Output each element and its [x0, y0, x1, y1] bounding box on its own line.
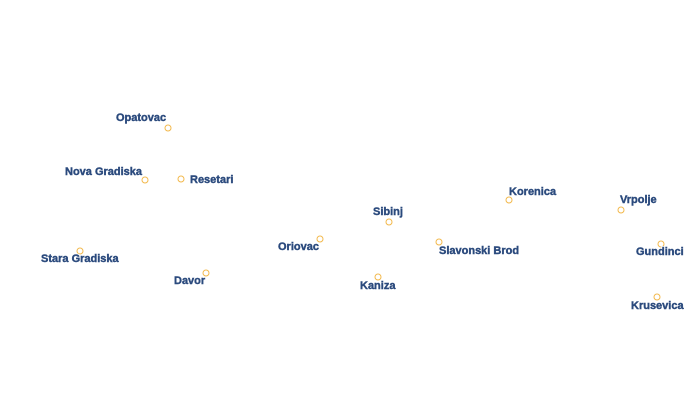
place-label: Korenica — [509, 186, 557, 198]
place-marker — [435, 238, 443, 246]
place-marker — [164, 124, 172, 132]
place-label: Sibinj — [373, 206, 403, 218]
place-marker — [657, 240, 665, 248]
place-label: Oriovac — [278, 241, 319, 253]
place-marker — [385, 218, 393, 226]
place-label: Krusevica — [631, 300, 684, 312]
place-marker — [617, 206, 625, 214]
place-label: Opatovac — [116, 112, 167, 124]
place-label: Resetari — [190, 174, 234, 186]
place-label: Kaniza — [360, 280, 396, 292]
place-marker — [653, 293, 661, 301]
place-marker — [505, 196, 513, 204]
place-label: Gundinci — [636, 246, 684, 258]
place-marker — [177, 175, 185, 183]
place-marker — [374, 273, 382, 281]
place-marker — [316, 235, 324, 243]
place-label: Slavonski Brod — [439, 245, 520, 257]
place-marker — [141, 176, 149, 184]
place-label: Vrpolje — [620, 194, 657, 206]
place-label: Stara Gradiska — [41, 253, 119, 265]
place-marker — [202, 269, 210, 277]
place-label: Nova Gradiska — [65, 166, 143, 178]
place-marker — [76, 247, 84, 255]
place-label: Davor — [174, 275, 206, 287]
